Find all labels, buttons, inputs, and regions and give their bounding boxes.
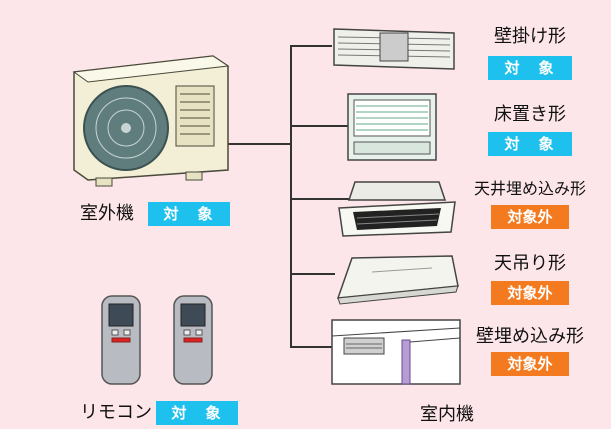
ceiling-suspended-unit-image <box>336 255 459 305</box>
indoor-unit-caption: 室内機 <box>420 404 474 425</box>
connector-outdoor-horizontal <box>228 143 291 145</box>
indoor-unit-badge-4: 対象外 <box>491 281 569 305</box>
connector-branch-wall <box>290 45 332 47</box>
indoor-unit-badge-1: 対 象 <box>488 56 572 80</box>
wall-embedded-unit-image <box>331 319 461 385</box>
outdoor-unit-label: 室外機 <box>80 203 134 224</box>
remote-label: リモコン <box>80 402 152 423</box>
remote-control-image-2 <box>173 295 213 385</box>
indoor-unit-badge-3: 対象外 <box>491 205 569 229</box>
indoor-unit-label-3: 天井埋め込み形 <box>473 179 586 198</box>
indoor-unit-label-4: 天吊り形 <box>494 253 566 274</box>
indoor-unit-label-1: 壁掛け形 <box>494 26 566 47</box>
wall-mounted-unit-image <box>333 28 455 70</box>
connector-branch-wall-embedded <box>290 346 332 348</box>
indoor-unit-label-5: 壁埋め込み形 <box>476 326 584 347</box>
connector-trunk-vertical <box>290 45 292 347</box>
connector-branch-ceiling-cassette <box>290 198 350 200</box>
outdoor-unit-image <box>72 55 230 187</box>
connector-branch-floor <box>290 125 348 127</box>
outdoor-unit-badge: 対 象 <box>148 202 230 226</box>
indoor-unit-badge-2: 対 象 <box>488 132 572 156</box>
indoor-unit-label-2: 床置き形 <box>494 104 566 125</box>
connector-branch-ceiling-suspended <box>290 273 335 275</box>
indoor-unit-badge-5: 対象外 <box>491 352 569 376</box>
remote-control-image <box>101 295 141 385</box>
floor-standing-unit-image <box>347 93 437 161</box>
remote-badge: 対 象 <box>156 401 238 425</box>
ceiling-cassette-unit-image <box>338 181 456 237</box>
